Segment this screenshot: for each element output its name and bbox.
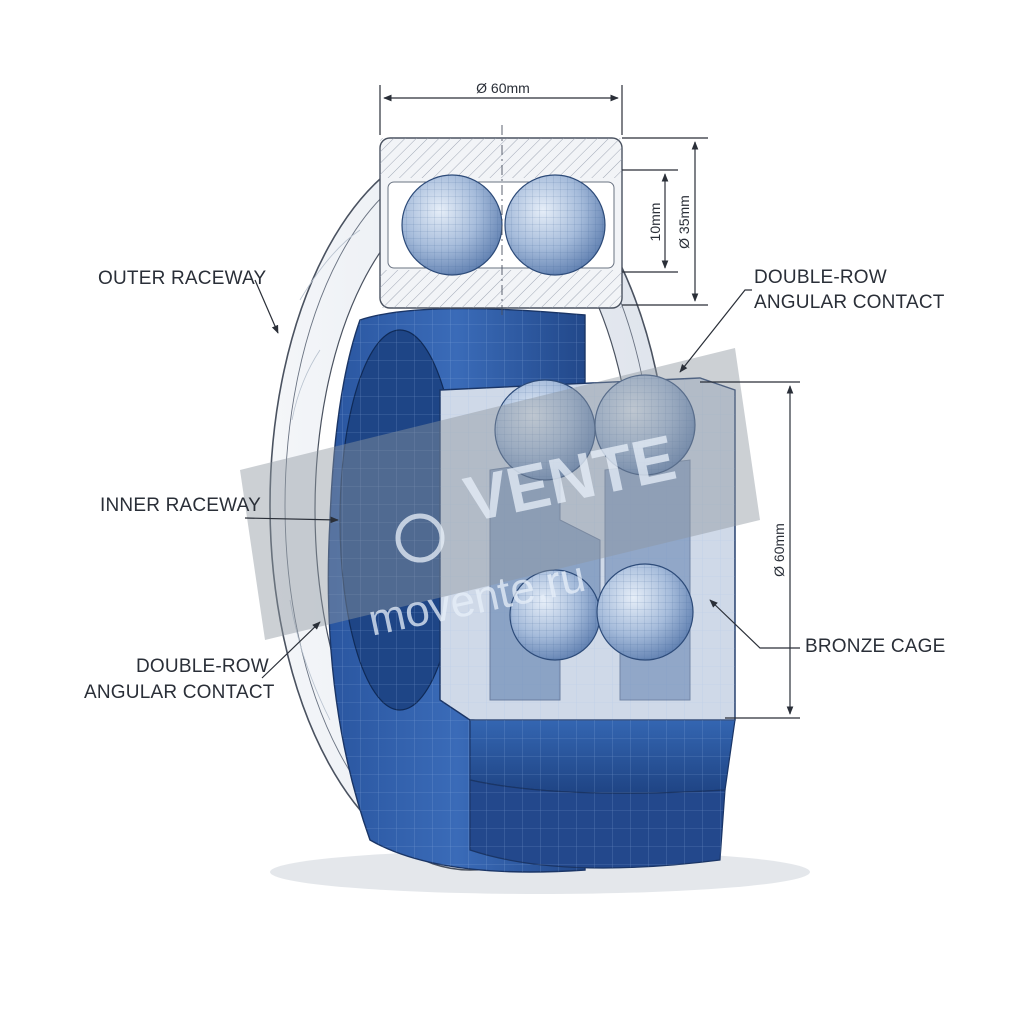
dim-right-height: Ø 60mm	[771, 523, 787, 577]
label-double-row-left-1: DOUBLE-ROW	[136, 656, 269, 677]
watermark-logo-icon	[395, 513, 445, 563]
label-double-row-left-2: ANGULAR CONTACT	[84, 682, 275, 703]
top-section-view	[379, 125, 623, 318]
leader-lines	[244, 279, 800, 679]
dimension-lines	[379, 85, 800, 719]
label-double-row-top-1: DOUBLE-ROW	[754, 267, 887, 288]
dim-row-gap: 10mm	[647, 203, 663, 242]
label-double-row-top-2: ANGULAR CONTACT	[754, 292, 945, 313]
cage-balls	[494, 374, 696, 661]
label-outer-raceway: OUTER RACEWAY	[98, 268, 267, 289]
watermark	[240, 348, 760, 640]
label-inner-raceway: INNER RACEWAY	[100, 495, 261, 516]
dim-top-width: Ø 60mm	[476, 80, 530, 96]
label-bronze-cage: BRONZE CAGE	[805, 636, 946, 657]
dim-outer-height: Ø 35mm	[676, 195, 692, 249]
